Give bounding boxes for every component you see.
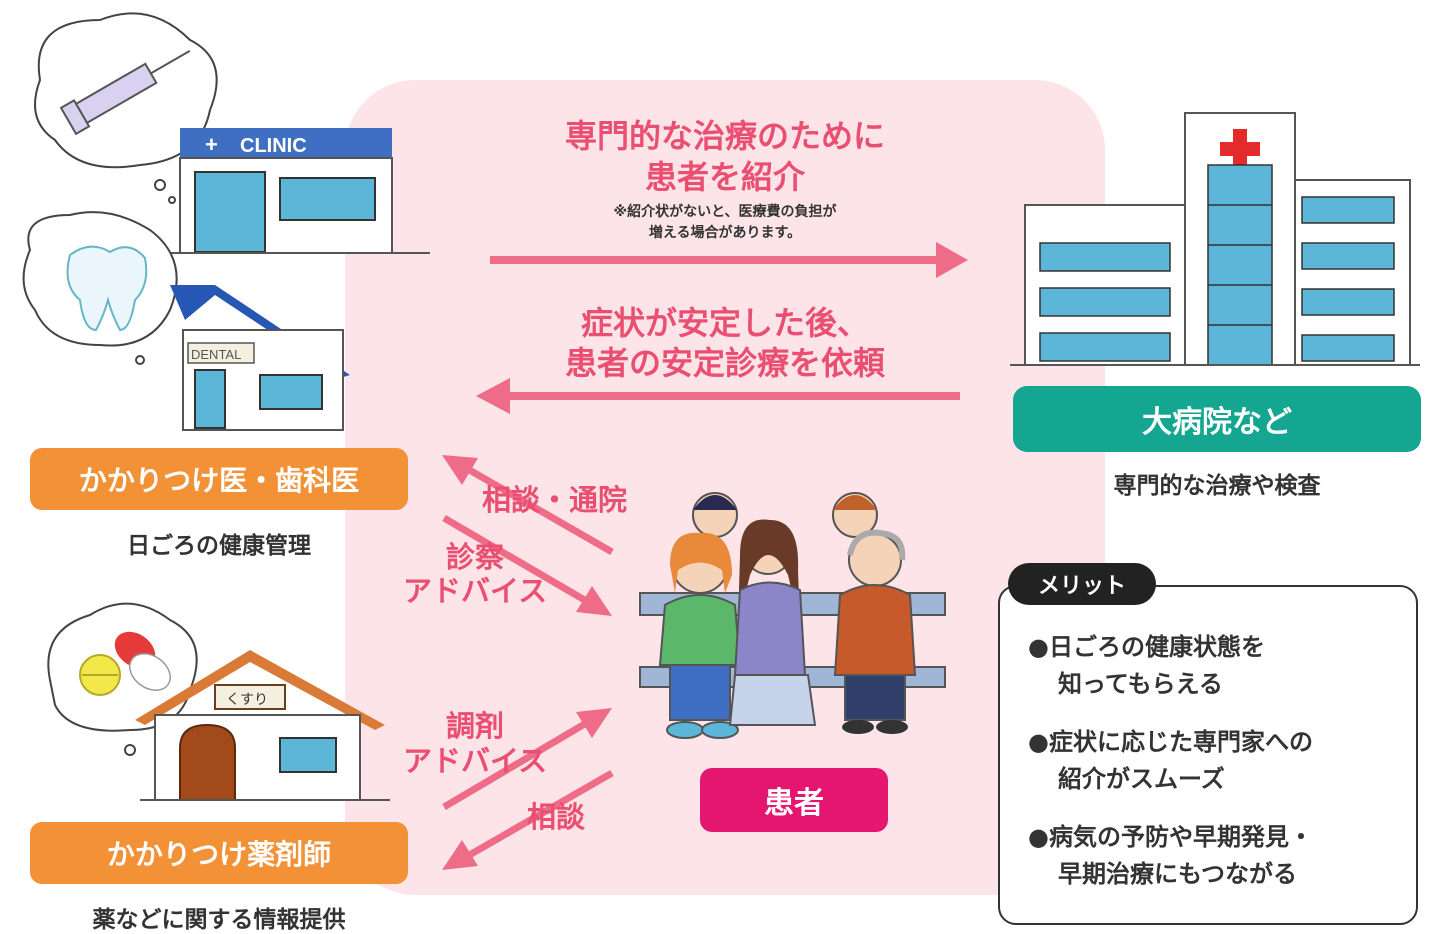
merit-tag: メリット xyxy=(1008,563,1156,605)
red-cross-icon xyxy=(1220,129,1260,169)
merit-box xyxy=(998,585,1418,925)
hospital-subtitle: 専門的な治療や検査 xyxy=(1113,473,1321,499)
merit-item-1-line1: ●日ごろの健康状態を xyxy=(1028,633,1265,661)
tooth-icon xyxy=(66,245,148,332)
capsule-icon xyxy=(114,631,171,691)
merit-item-3-line1: ●病気の予防や早期発見・ xyxy=(1028,823,1313,851)
svg-text:+: + xyxy=(205,132,218,157)
pharmacy-illustration: くすり xyxy=(47,602,390,801)
doctor-label: かかりつけ医・歯科医 xyxy=(30,448,408,510)
patient-label: 患者 xyxy=(700,768,888,832)
flow-advice-doctor: アドバイス xyxy=(403,574,548,608)
syringe-icon xyxy=(59,50,191,136)
stable-line1: 症状が安定した後、 xyxy=(580,304,869,342)
referral-note2: 増える場合があります。 xyxy=(648,225,802,241)
doctor-subtitle: 日ごろの健康管理 xyxy=(127,533,311,559)
flow-dispense: 調剤 xyxy=(446,709,505,743)
merit-item-3-line2: 早期治療にもつながる xyxy=(1058,860,1298,888)
referral-note1: ※紹介状がないと、医療費の負担が xyxy=(613,204,837,220)
merit-item-2-line1: ●症状に応じた専門家への xyxy=(1028,728,1313,756)
svg-text:DENTAL: DENTAL xyxy=(191,347,241,362)
hospital-illustration xyxy=(1010,112,1420,366)
merit-item-2-line2: 紹介がスムーズ xyxy=(1058,765,1225,793)
svg-text:CLINIC: CLINIC xyxy=(240,135,307,157)
pharmacist-label: かかりつけ薬剤師 xyxy=(30,822,408,884)
stable-line2: 患者の安定診療を依頼 xyxy=(564,344,885,382)
flow-consult-visit: 相談・通院 xyxy=(482,483,628,517)
referral-line2: 患者を紹介 xyxy=(644,158,805,196)
flow-advice-pharmacist: アドバイス xyxy=(403,744,548,778)
clinic-dental-illustration: CLINIC + DENTAL xyxy=(22,12,430,431)
svg-text:くすり: くすり xyxy=(226,692,268,708)
referral-line1: 専門的な治療のために xyxy=(564,117,885,155)
hospital-label: 大病院など xyxy=(1013,386,1421,452)
flow-exam: 診察 xyxy=(446,540,505,574)
flow-consult: 相談 xyxy=(527,800,586,834)
merit-item-1-line2: 知ってもらえる xyxy=(1058,670,1223,698)
patients-illustration xyxy=(639,492,946,739)
